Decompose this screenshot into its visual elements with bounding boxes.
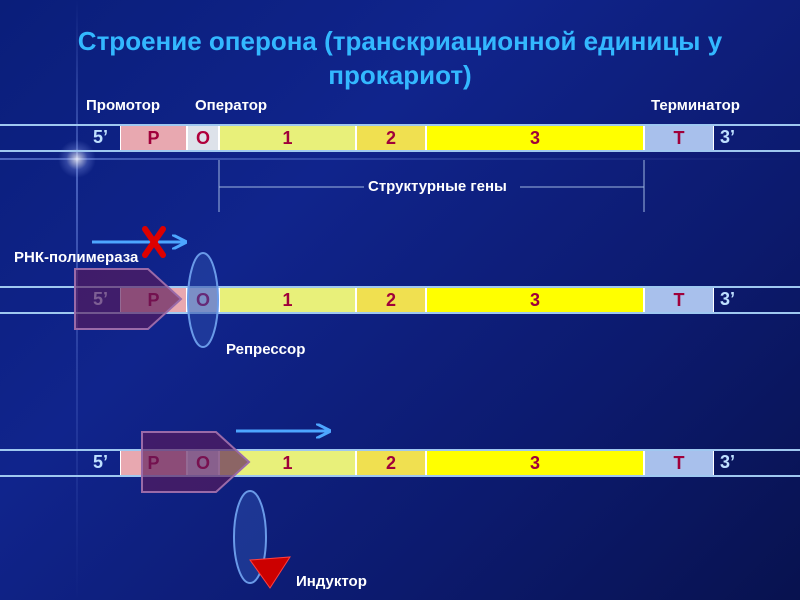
gene-3-segment: 3 <box>426 126 644 150</box>
operator-label: Оператор <box>195 97 268 114</box>
gene-2-segment: 2 <box>356 451 426 475</box>
terminator-label: Терминатор <box>651 97 740 114</box>
rna-polymerase-shape-active <box>141 431 251 493</box>
dna-strand-3: 5’ P O 1 2 3 T 3’ <box>0 449 800 477</box>
gene-2-segment: 2 <box>356 288 426 312</box>
terminator-segment: T <box>644 126 714 150</box>
gene-3-segment: 3 <box>426 288 644 312</box>
gene-3-segment: 3 <box>426 451 644 475</box>
strand-3-prime-end: 3’ <box>720 127 736 147</box>
operator-segment: O <box>187 126 219 150</box>
background-sparkle <box>58 140 96 178</box>
structural-genes-label: Структурные гены <box>368 178 507 195</box>
rna-polymerase-label: РНК-полимераза <box>14 249 139 266</box>
repressor-shape <box>187 252 219 348</box>
terminator-segment: T <box>644 451 714 475</box>
dna-strand-1: 5’ P O 1 2 3 T 3’ <box>0 124 800 152</box>
block-cross-icon <box>142 226 166 258</box>
structural-genes-bracket <box>218 160 645 212</box>
repressor-label: Репрессор <box>226 341 306 358</box>
rna-polymerase-shape <box>74 268 183 330</box>
strand-3-prime-end: 3’ <box>720 452 736 472</box>
strand-3-prime-end: 3’ <box>720 289 736 309</box>
strand-5-prime-end: 5’ <box>93 127 109 147</box>
promoter-label: Промотор <box>86 97 161 114</box>
slide-title: Строение оперона (транскриационной едини… <box>77 26 723 90</box>
inducer-triangle-icon <box>249 556 291 589</box>
strand-5-prime-end: 5’ <box>93 452 109 472</box>
promoter-segment: P <box>120 126 187 150</box>
inducer-label: Индуктор <box>296 573 367 590</box>
terminator-segment: T <box>644 288 714 312</box>
gene-2-segment: 2 <box>356 126 426 150</box>
background-glow-horizontal <box>0 158 800 160</box>
gene-1-segment: 1 <box>219 288 356 312</box>
gene-1-segment: 1 <box>219 126 356 150</box>
